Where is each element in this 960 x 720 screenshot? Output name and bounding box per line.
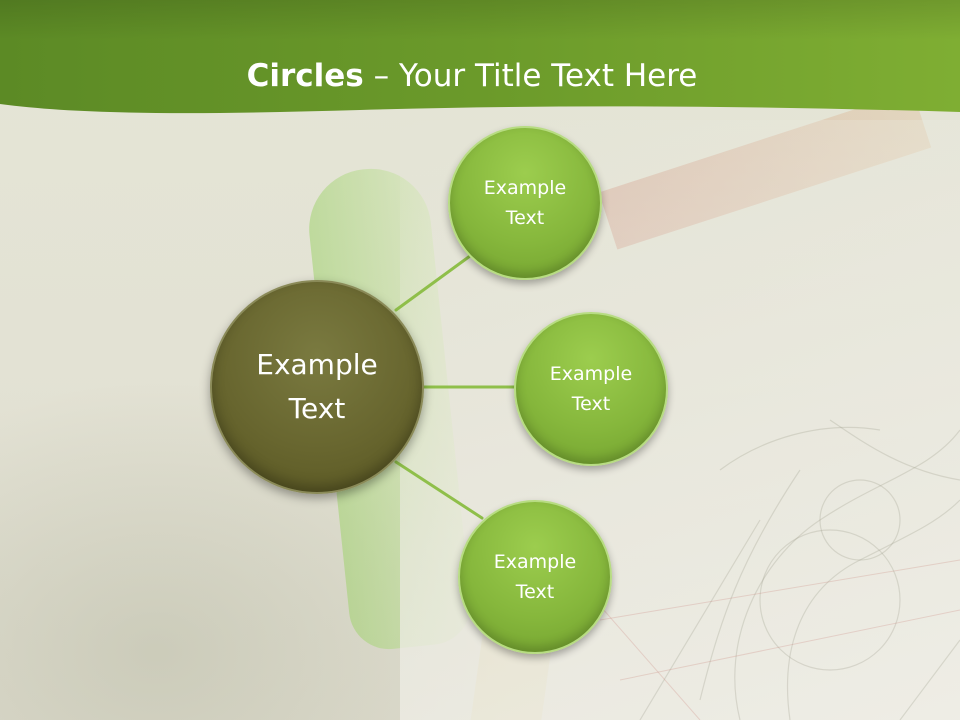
connector-bottom [394,460,484,520]
satellite-circle-bottom: Example Text [458,500,612,654]
title-bold-word: Circles [246,58,364,94]
satellite-circle-label: Example Text [483,177,567,229]
satellite-circle-middle: Example Text [514,312,668,466]
title-rest: – Your Title Text Here [363,58,698,94]
header-band [0,0,960,114]
center-circle: Example Text [210,280,424,494]
connector-top [394,254,472,312]
slide-title: Circles – Your Title Text Here [0,54,944,98]
satellite-circle-label: Example Text [493,551,577,603]
satellite-circle-label: Example Text [549,363,633,415]
center-circle-label: Example Text [256,348,378,425]
satellite-circle-top: Example Text [448,126,602,280]
